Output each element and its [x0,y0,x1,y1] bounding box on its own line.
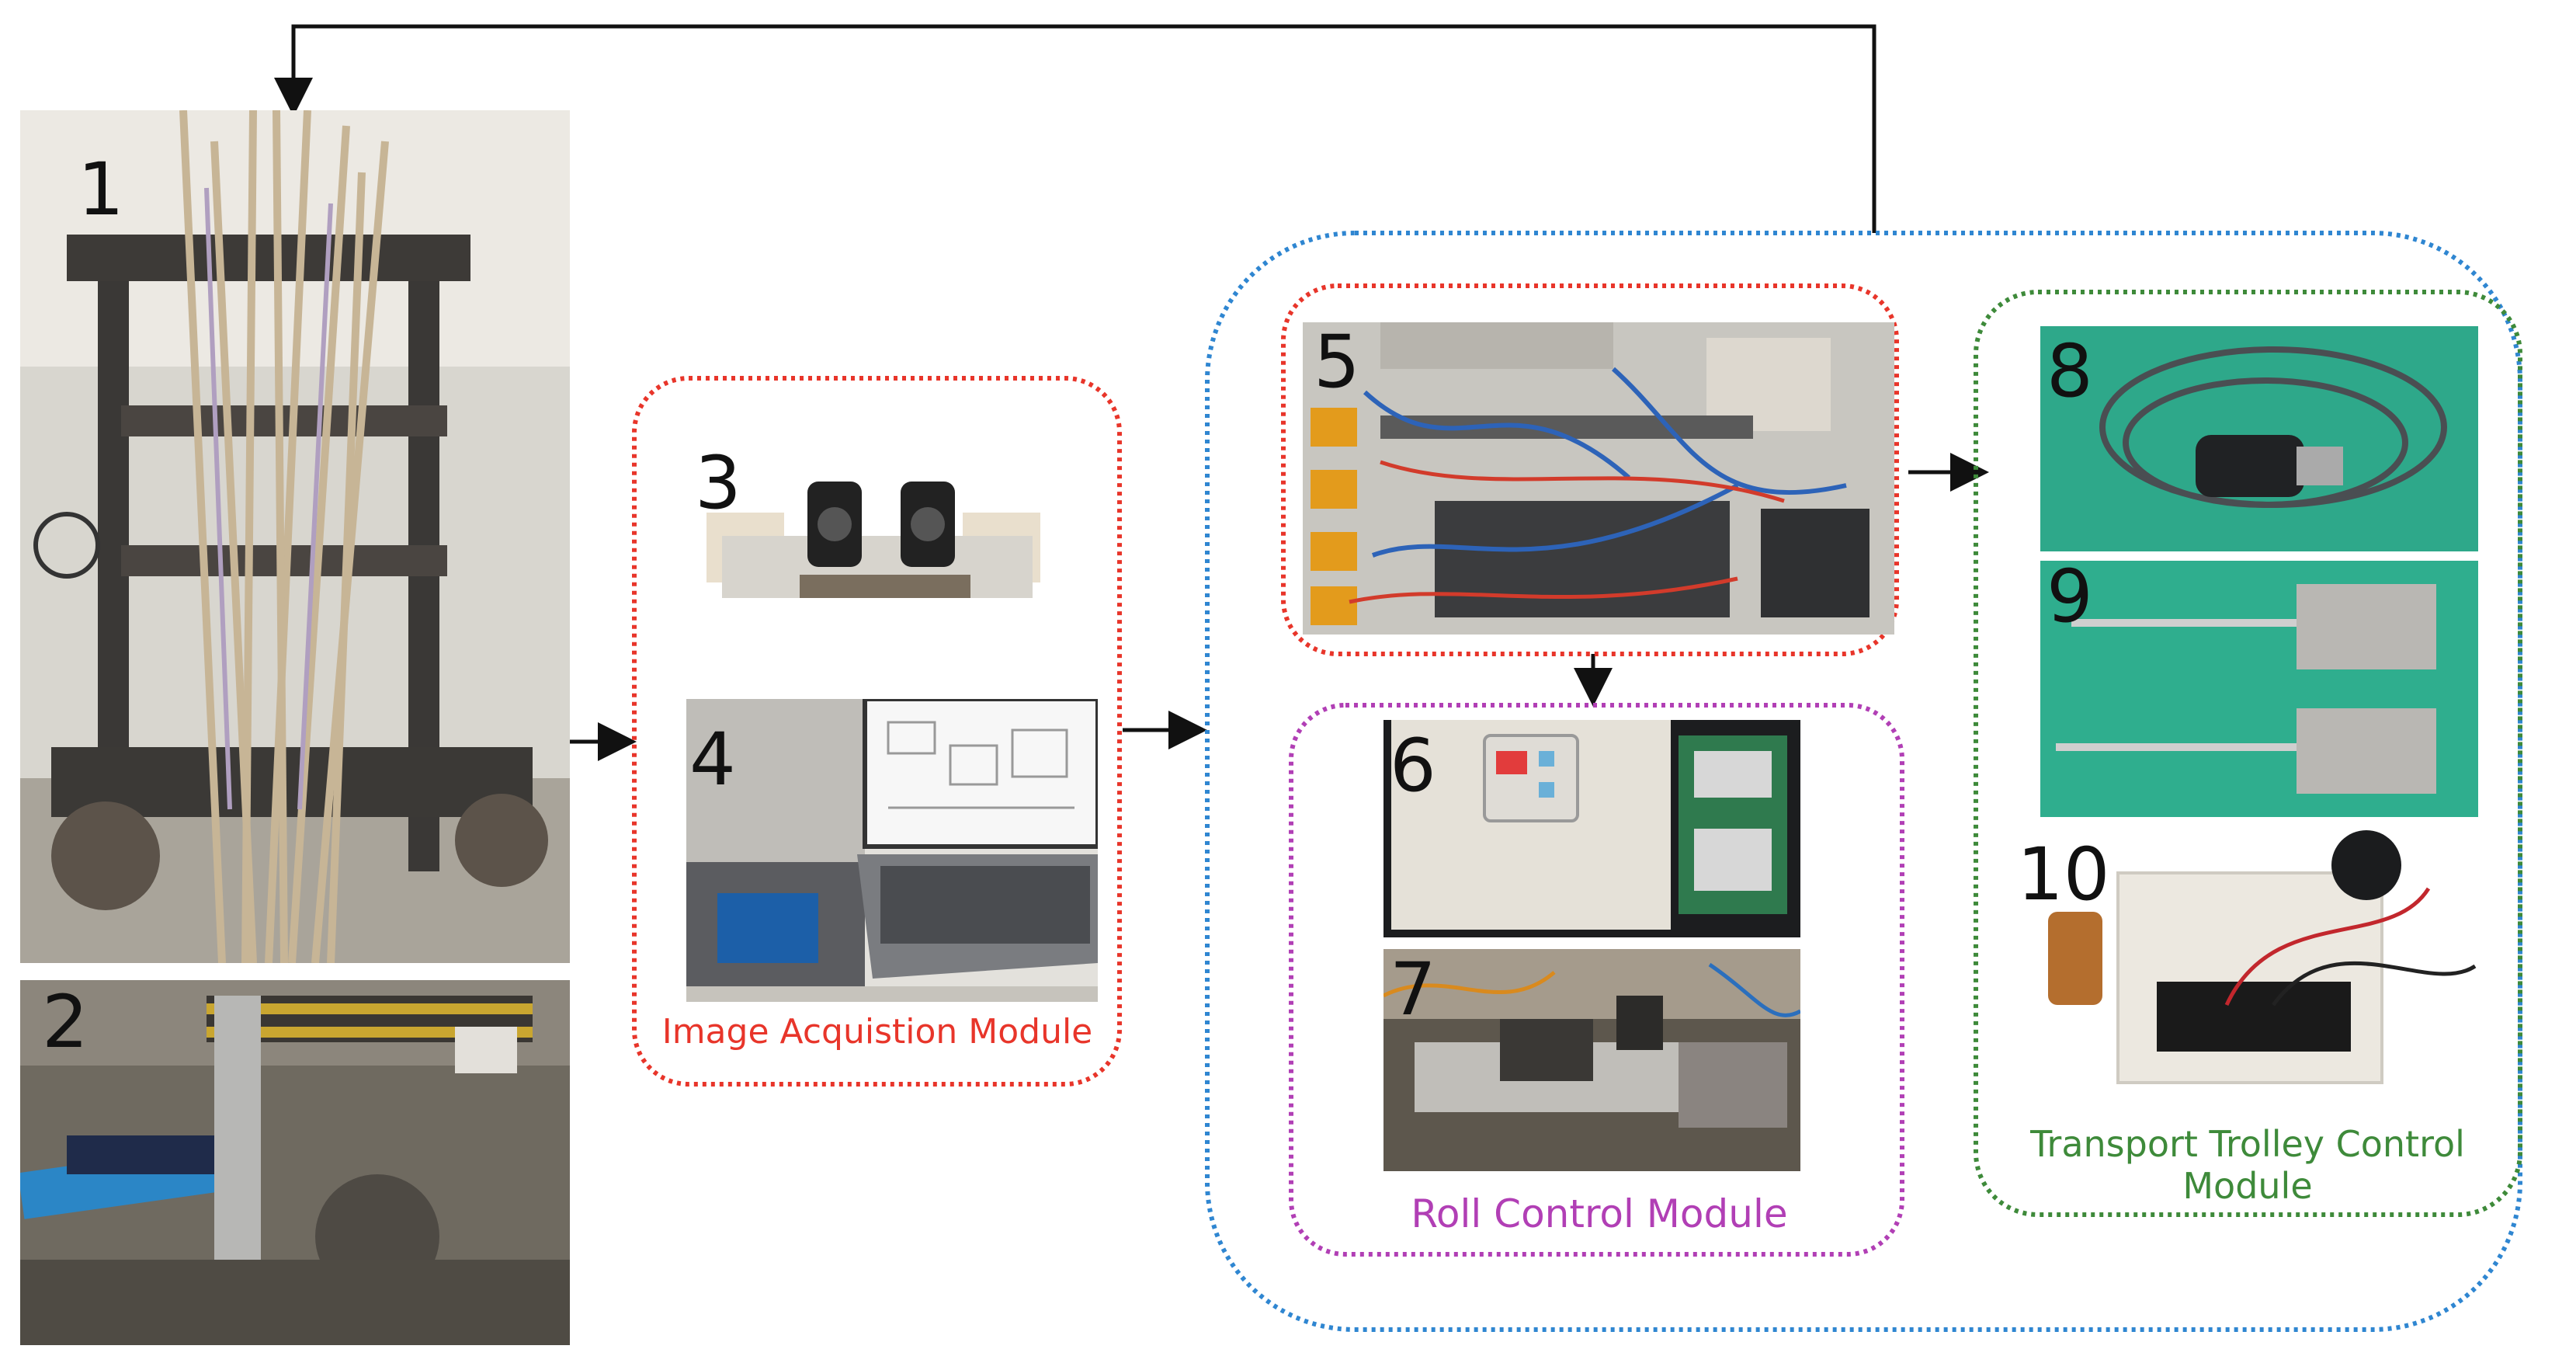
limit-switches-photo [2040,561,2478,817]
plc-frame [1281,283,1899,656]
hydraulic-valve-photo [1383,949,1800,1171]
frequency-inverter-photo [1383,720,1800,937]
number-label-3: 3 [695,441,741,526]
stereo-camera-board-photo [691,466,1056,621]
number-label-1: 1 [78,148,124,232]
image-acquisition-module-label: Image Acquistion Module [661,1012,1093,1052]
rotary-encoder-photo [2040,326,2478,551]
remote-relay-controller-photo [2040,826,2478,1094]
number-label-7: 7 [1390,947,1436,1032]
controller-module-frame [1205,231,2522,1332]
number-label-2: 2 [42,980,89,1065]
transport-trolley-module-label: Transport Trolley Control Module [2030,1123,2465,1208]
trolley-module-frame [1974,290,2522,1217]
number-label-10: 10 [2017,833,2110,917]
feedback-arrow [274,24,1876,233]
laptop-and-controller-box-photo [686,699,1098,1002]
roll-control-module-frame [1289,703,1904,1257]
plc-control-cabinet-photo [1303,322,1894,635]
roll-control-module-label: Roll Control Module [1411,1191,1788,1236]
number-label-5: 5 [1314,320,1360,405]
number-label-8: 8 [2047,329,2093,414]
number-label-4: 4 [689,718,736,802]
sugarcane-harvester-rig-photo [20,110,570,963]
image-acquisition-module-frame [632,376,1122,1087]
number-label-6: 6 [1390,724,1436,808]
number-label-9: 9 [2047,555,2093,639]
feed-roller-assembly-photo [20,980,570,1345]
